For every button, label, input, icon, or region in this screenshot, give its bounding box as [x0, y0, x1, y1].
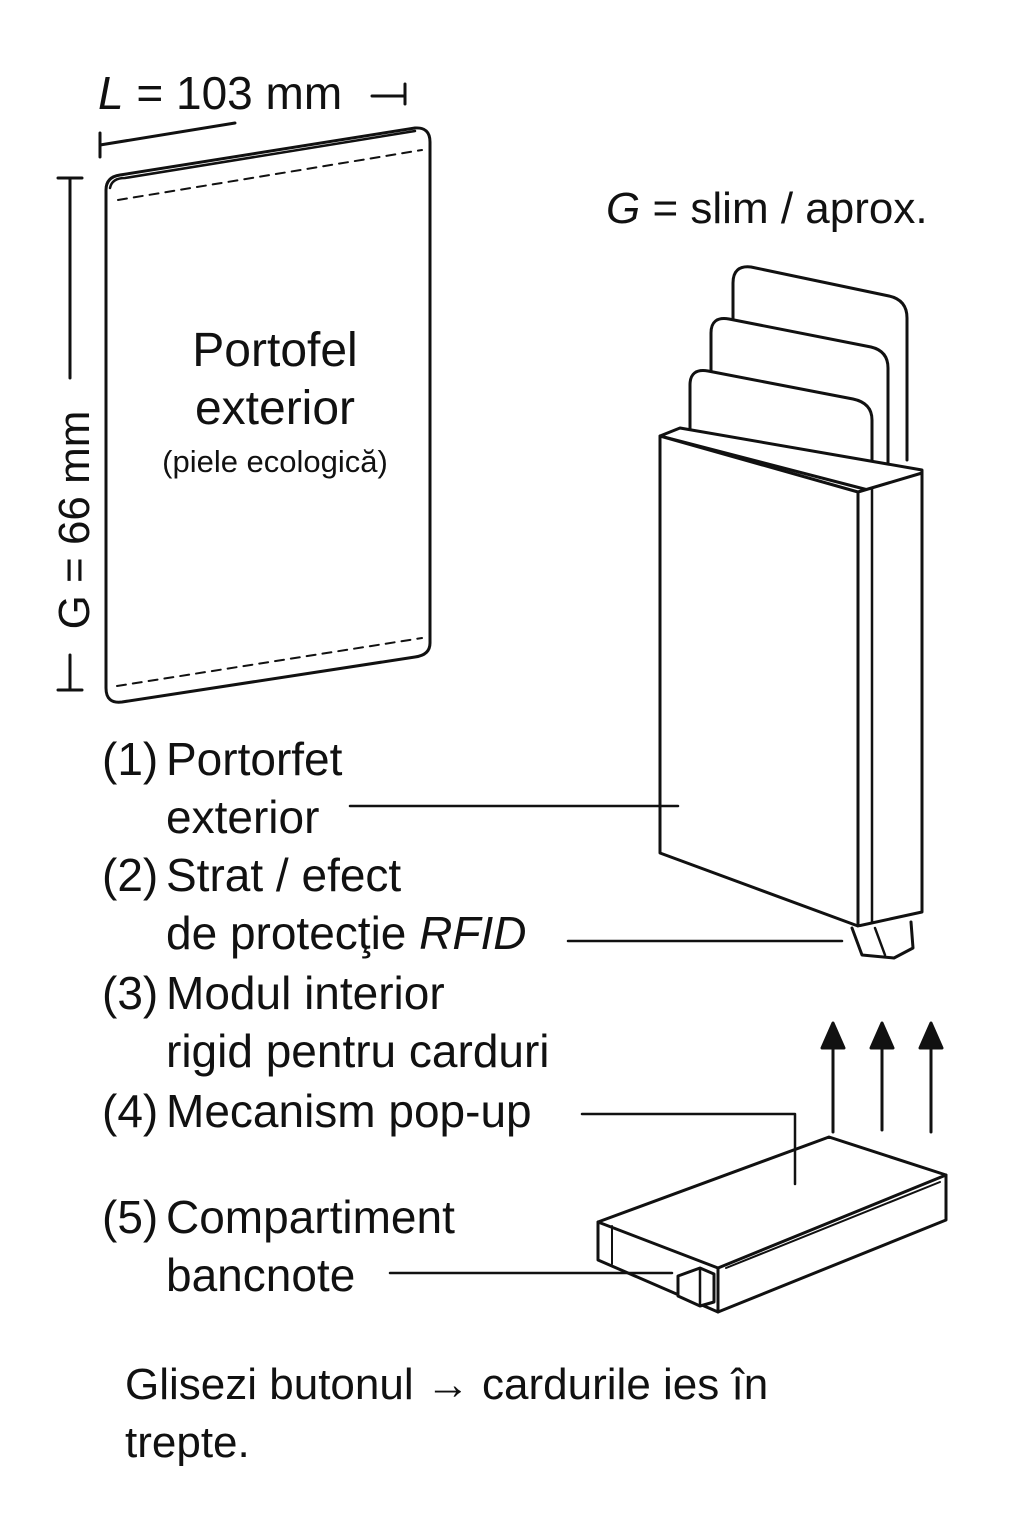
- eject-arrows: [820, 1021, 944, 1134]
- component-5: (5)Compartiment bancnote: [102, 1191, 455, 1301]
- release-button: [676, 1266, 716, 1308]
- leader-lines: [348, 804, 844, 1275]
- wallet-face-material: (piele ecologică): [162, 444, 388, 479]
- wallet-front-face: [104, 126, 432, 704]
- height-dimension-line: [56, 176, 84, 692]
- component-2: (2)Strat / efect de protecţie RFID: [102, 849, 527, 959]
- height-dimension-label: G = 66 mm: [50, 410, 99, 630]
- wallet-face-title: Portofel exterior: [192, 324, 358, 435]
- length-dimension-label: L = 103 mm: [98, 67, 343, 119]
- flat-card-module: [596, 1135, 948, 1314]
- component-1: (1)Portorfet exterior: [102, 733, 343, 843]
- card-holder-module: [658, 265, 924, 960]
- component-4: (4)Mecanism pop-up: [102, 1085, 532, 1137]
- thickness-label: G = slim / aprox.: [606, 184, 928, 233]
- leader-4: [580, 1112, 797, 1186]
- length-dimension-line: [98, 82, 407, 159]
- caption: Glisezi butonul → cardurile ies în trept…: [125, 1360, 769, 1467]
- pop-up-slider: [850, 920, 915, 960]
- component-3: (3)Modul interior rigid pentru carduri: [102, 967, 550, 1077]
